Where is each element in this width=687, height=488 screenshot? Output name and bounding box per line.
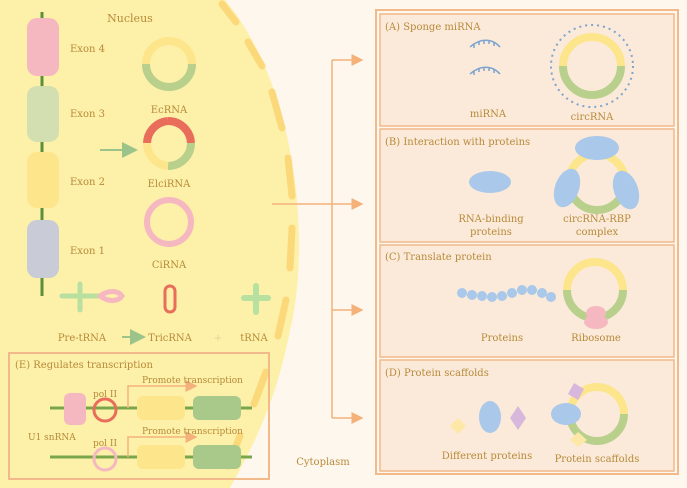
exon-3 <box>27 86 59 142</box>
panel-e <box>8 352 270 480</box>
exon-label: Exon 1 <box>70 246 105 257</box>
panel-e-title: (E) Regulates transcription <box>15 360 154 371</box>
gene-box-2a <box>137 445 185 469</box>
panel-a-right-label: circRNA <box>571 112 614 123</box>
trna-label: tRNA <box>240 333 268 344</box>
panel-b-title: (B) Interaction with proteins <box>385 137 530 148</box>
exon-4 <box>27 18 59 76</box>
cirna-circle <box>144 197 194 247</box>
different-proteins-icon <box>450 401 526 434</box>
panel-b-right-label-1: circRNA-RBP <box>563 214 631 225</box>
trna-label: TricRNA <box>148 333 193 344</box>
circ-label: ElciRNA <box>148 179 192 190</box>
exon-label: Exon 4 <box>70 44 105 55</box>
circrna-sponge-halo <box>550 24 634 108</box>
panel-b-right-label-2: complex <box>576 227 619 238</box>
ecrna-circle <box>142 37 196 91</box>
panel-c-right-label: Ribosome <box>571 333 621 344</box>
promote-label: Promote transcription <box>142 427 243 437</box>
panel-a <box>379 13 675 127</box>
panel-b-left-label-2: proteins <box>470 227 512 238</box>
panel-d-left-label: Different proteins <box>442 451 532 462</box>
pre-trna-shape <box>59 281 126 313</box>
promote-arrow-2 <box>127 431 198 457</box>
exon-label: Exon 2 <box>70 177 105 188</box>
rbp-ellipse <box>469 171 511 193</box>
connector-arrows <box>272 54 364 424</box>
panel-c-title: (C) Translate protein <box>385 252 492 263</box>
promote-arrow-1 <box>127 380 198 408</box>
exon-1 <box>27 220 59 278</box>
trna-label: Pre-tRNA <box>58 333 107 344</box>
circ-label: CiRNA <box>152 260 187 271</box>
panel-d-right-label: Protein scaffolds <box>555 454 640 465</box>
right-frame <box>375 9 679 475</box>
nucleus-region <box>0 0 299 488</box>
mirna-icon <box>469 39 501 75</box>
trna-shape <box>241 283 271 315</box>
exon-label: Exon 3 <box>70 109 105 120</box>
circrna-rbp-complex <box>553 136 640 214</box>
cytoplasm-label: Cytoplasm <box>296 457 350 468</box>
nucleus-title: Nucleus <box>107 12 153 25</box>
tricrna-shape <box>163 284 177 314</box>
gene-box-1b <box>193 396 241 420</box>
protein-chain <box>457 285 556 302</box>
pol2-circle-2 <box>92 446 118 472</box>
gene-box-2b <box>193 445 241 469</box>
panel-a-title: (A) Sponge miRNA <box>385 22 481 33</box>
u1-snrna <box>64 393 86 425</box>
pol2-label: pol II <box>93 390 117 400</box>
u1-label: U1 snRNA <box>28 433 76 443</box>
nuclear-envelope <box>218 0 296 470</box>
panel-b-left-label-1: RNA-binding <box>458 214 524 225</box>
ribosome-icon <box>584 306 608 329</box>
elcirna-circle <box>142 116 195 170</box>
panel-c-left-label: Proteins <box>481 333 523 344</box>
promote-label: Promote transcription <box>142 376 243 386</box>
panel-d-title: (D) Protein scaffolds <box>385 368 489 379</box>
trna-plus: + <box>214 333 222 344</box>
circrna-sponge-icon <box>559 33 625 99</box>
exon-2 <box>27 152 59 208</box>
protein-scaffold-icon <box>551 383 628 447</box>
circ-label: EcRNA <box>151 105 188 116</box>
panel-a-left-label: miRNA <box>470 109 507 120</box>
pol2-label: pol II <box>93 439 117 449</box>
gene-box-1a <box>137 396 185 420</box>
pol2-circle-1 <box>92 397 118 423</box>
